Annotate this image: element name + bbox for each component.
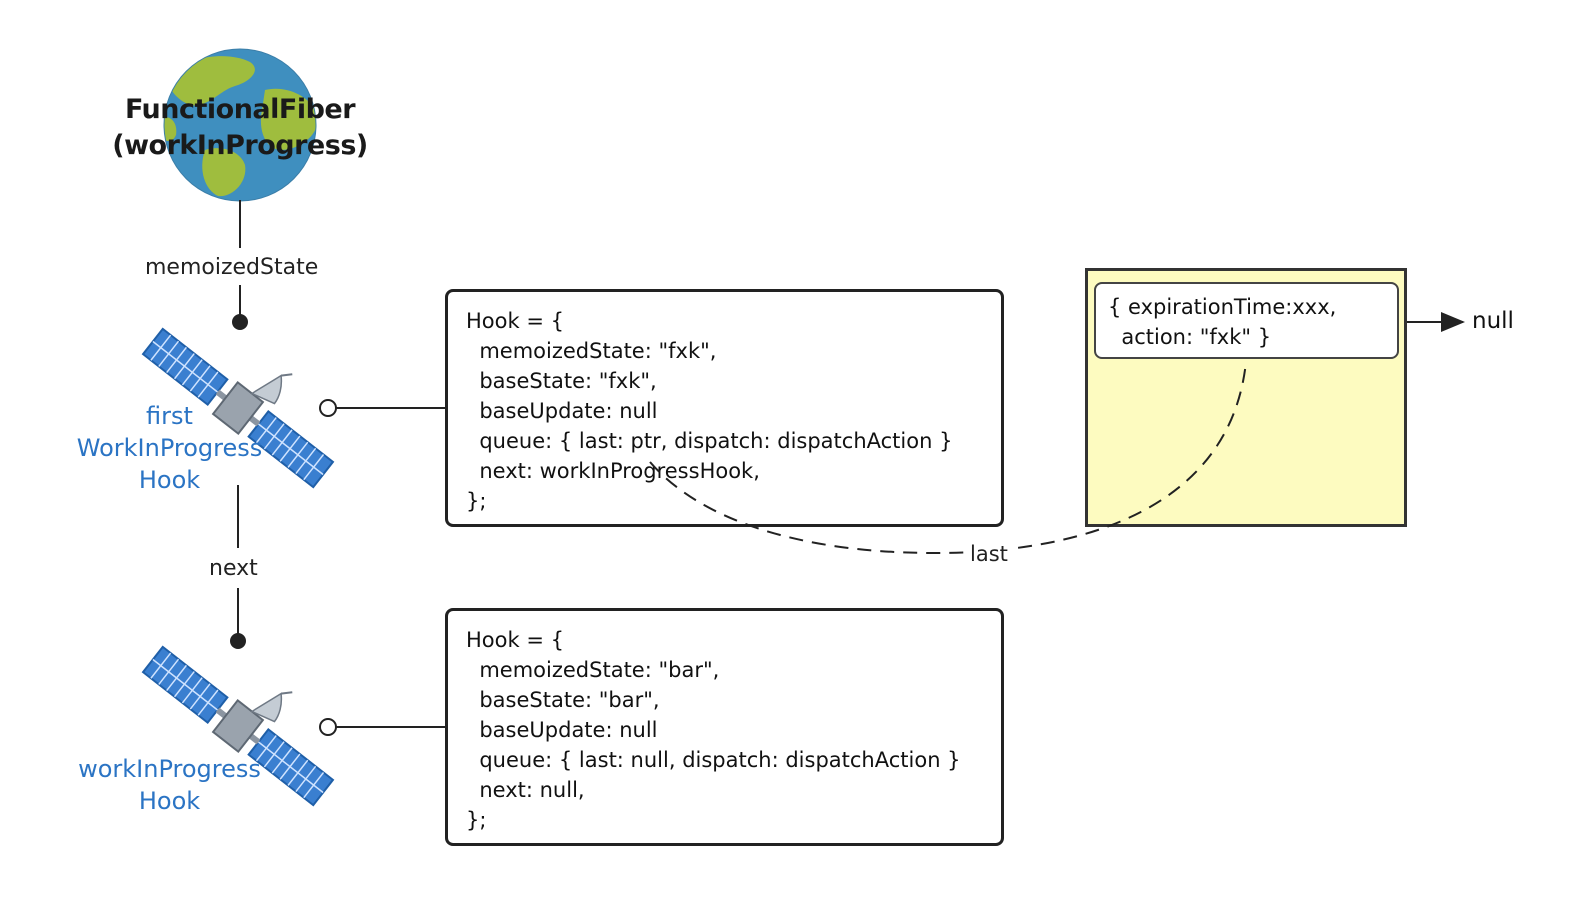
satellite-icon	[141, 645, 335, 807]
code-line: };	[466, 808, 487, 832]
code-line: Hook = {	[466, 309, 564, 333]
fiber-subtitle: (workInProgress)	[112, 130, 368, 161]
link-dot	[232, 314, 248, 330]
hook-label-line: Hook	[138, 466, 201, 494]
work-in-progress-hook-label: workInProgress Hook	[62, 753, 277, 817]
satellite-icon	[141, 327, 335, 489]
fiber-title: FunctionalFiber	[124, 94, 356, 125]
code-line: baseUpdate: null	[466, 399, 658, 423]
hook-label-line: WorkInProgress	[76, 434, 263, 462]
functional-fiber-label: FunctionalFiber (workInProgress)	[90, 92, 390, 164]
update-node: { expirationTime:xxx, action: "fxk" }	[1094, 282, 1399, 359]
hook-object-box: Hook = { memoizedState: "bar", baseState…	[445, 608, 1004, 846]
code-line: next: null,	[466, 778, 585, 802]
hook-connector-ring	[319, 718, 337, 736]
code-line: queue: { last: ptr, dispatch: dispatchAc…	[466, 429, 953, 453]
update-line: action: "fxk" }	[1108, 325, 1272, 349]
code-line: baseState: "bar",	[466, 688, 660, 712]
last-label: last	[968, 542, 1010, 566]
code-line: baseUpdate: null	[466, 718, 658, 742]
hook-label-line: Hook	[138, 787, 201, 815]
hook-label-line: workInProgress	[78, 755, 261, 783]
code-line: memoizedState: "fxk",	[466, 339, 717, 363]
code-line: memoizedState: "bar",	[466, 658, 720, 682]
code-line: Hook = {	[466, 628, 564, 652]
code-line: baseState: "fxk",	[466, 369, 657, 393]
hook-label-line: first	[146, 402, 193, 430]
link-dot	[230, 633, 246, 649]
code-line: queue: { last: null, dispatch: dispatchA…	[466, 748, 961, 772]
null-label: null	[1472, 308, 1514, 334]
memoized-state-label: memoizedState	[142, 255, 322, 280]
hook-connector-ring	[319, 399, 337, 417]
globe-icon	[163, 48, 317, 202]
code-line: next: workInProgressHook,	[466, 459, 760, 483]
hook-object-box: Hook = { memoizedState: "fxk", baseState…	[445, 289, 1004, 527]
code-line: };	[466, 489, 487, 513]
next-label: next	[206, 556, 261, 581]
first-work-in-progress-hook-label: first WorkInProgress Hook	[62, 400, 277, 496]
update-line: { expirationTime:xxx,	[1108, 295, 1337, 319]
